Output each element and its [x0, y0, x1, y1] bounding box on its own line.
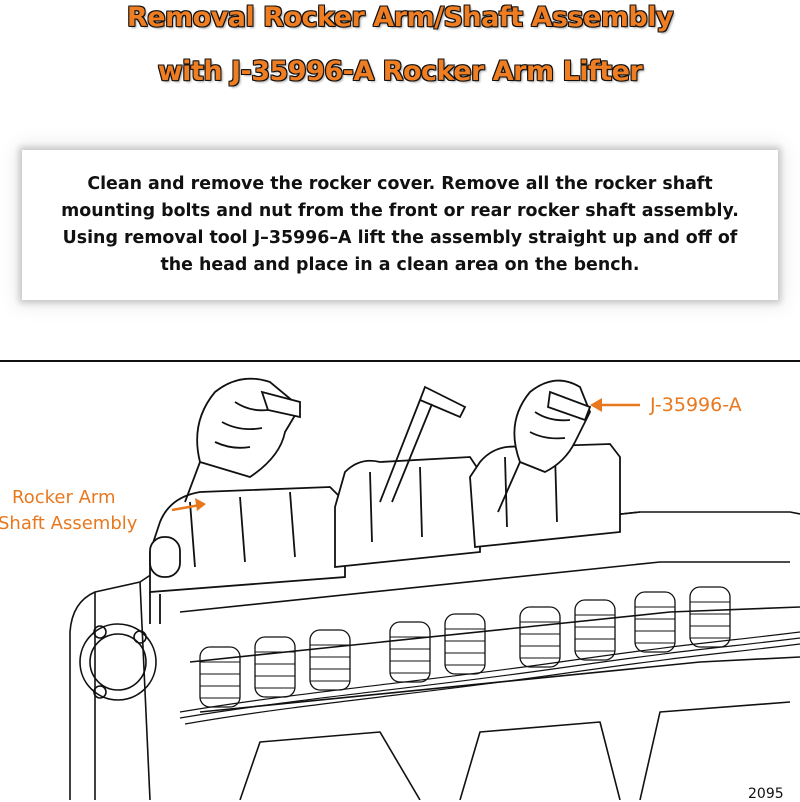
wiring-harness — [179, 631, 800, 725]
valve-springs — [199, 586, 731, 708]
figure-number: 2095 — [748, 786, 784, 802]
title-line-1: Removal Rocker Arm/Shaft Assembly — [126, 2, 674, 33]
title-line-2: with J-35996-A Rocker Arm Lifter — [157, 56, 643, 87]
callout-arrows — [171, 398, 640, 512]
rocker-arm-shaft-assembly — [149, 443, 621, 624]
instruction-box: Clean and remove the rocker cover. Remov… — [22, 150, 778, 300]
engine-illustration — [69, 377, 800, 800]
rocker-callout-label-line2: Shaft Assembly — [0, 513, 138, 534]
instruction-text: Clean and remove the rocker cover. Remov… — [61, 174, 739, 275]
rocker-callout-label-line1: Rocker Arm — [12, 487, 116, 508]
tool-callout-label: J-35996-A — [650, 394, 742, 416]
section-divider — [0, 360, 800, 362]
rocker-arm-lifter-tools — [184, 377, 592, 513]
